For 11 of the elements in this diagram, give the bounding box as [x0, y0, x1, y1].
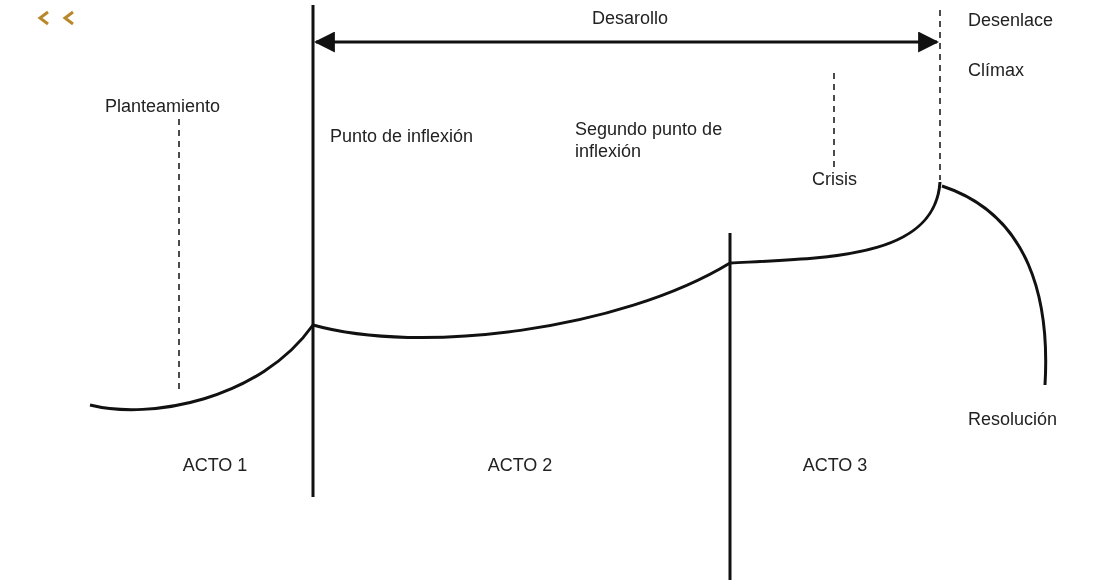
act-label: ACTO 1 — [181, 454, 249, 476]
stage-label: Planteamiento — [105, 95, 221, 117]
stage-label: Desenlace — [968, 9, 1055, 31]
turning-point-label: Segundo punto de inflexión — [575, 118, 724, 162]
stage-label: Crisis — [812, 168, 857, 190]
section-heading: Desarollo — [590, 7, 669, 29]
act-label: ACTO 2 — [486, 454, 554, 476]
turning-point-label: Punto de inflexión — [330, 125, 475, 147]
stage-label: Clímax — [968, 59, 1025, 81]
stage-label: Resolución — [968, 408, 1059, 430]
act-label: ACTO 3 — [801, 454, 869, 476]
